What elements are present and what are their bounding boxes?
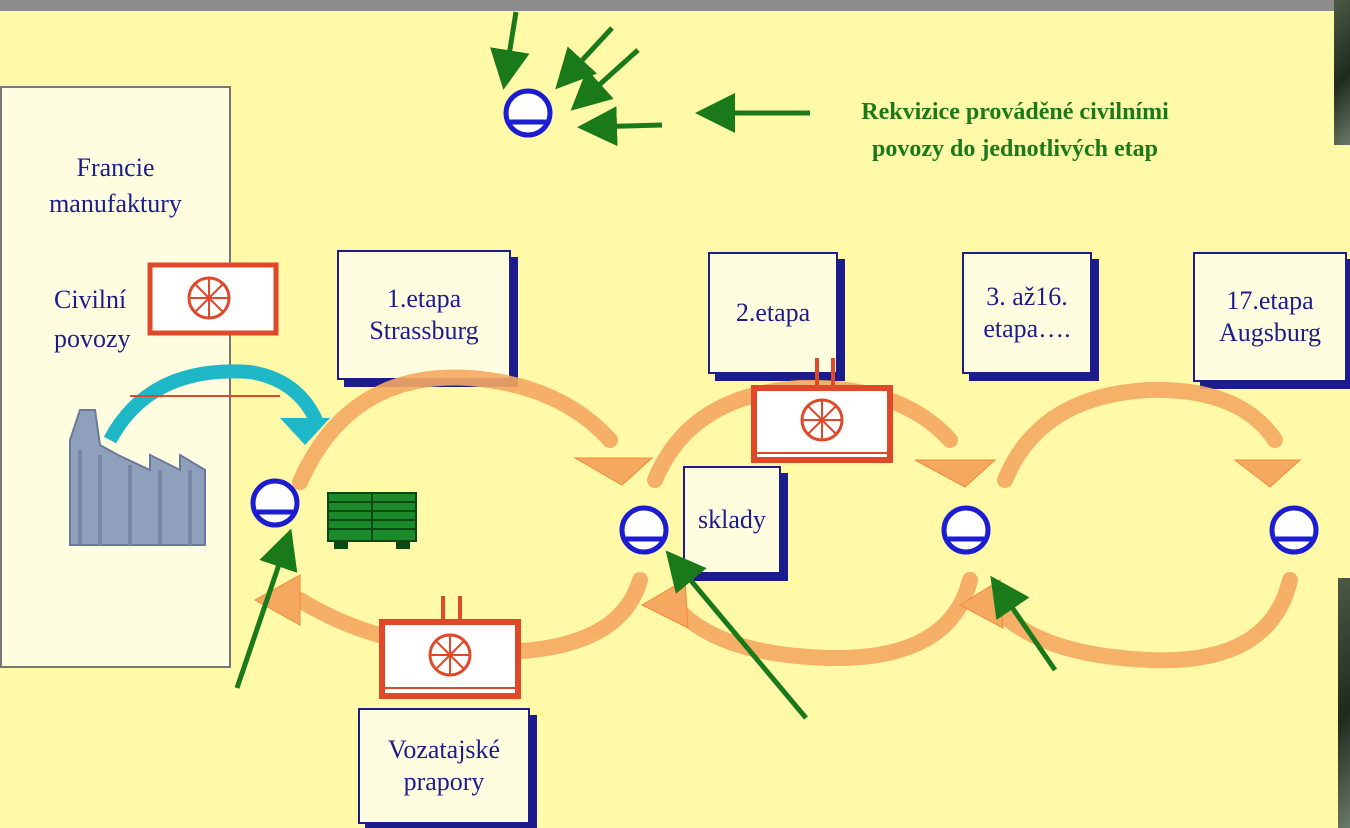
flow-arcs [292,369,1298,669]
station-icons [250,88,1319,555]
wagon-top-icon [751,358,893,463]
france-title: Francie manufaktury [49,153,182,219]
flow-arrowheads [253,457,1302,629]
wagon-bottom-icon [379,596,521,699]
rekvizice-caption: Rekvizice prováděné civilními povozy do … [861,99,1169,163]
civilni-povozy-label: Civilní povozy [54,285,131,353]
top-bar [0,0,1350,11]
requisition-arrows [234,11,1058,720]
vozatajske-prapory-box: Vozatajské prapory [358,708,530,824]
photo-strip-bottom [1338,578,1350,828]
civil-wagon-icon [147,262,279,336]
etapa-2-box: 2.etapa [708,252,838,374]
factory-icon [69,364,330,546]
etapa-1-box: 1.etapa Strassburg [337,250,511,380]
etapa-3-16-box: 3. až16. etapa…. [962,252,1092,374]
boxes-icon [327,492,417,549]
etapa-17-box: 17.etapa Augsburg [1193,252,1347,382]
photo-strip-top [1334,0,1350,145]
